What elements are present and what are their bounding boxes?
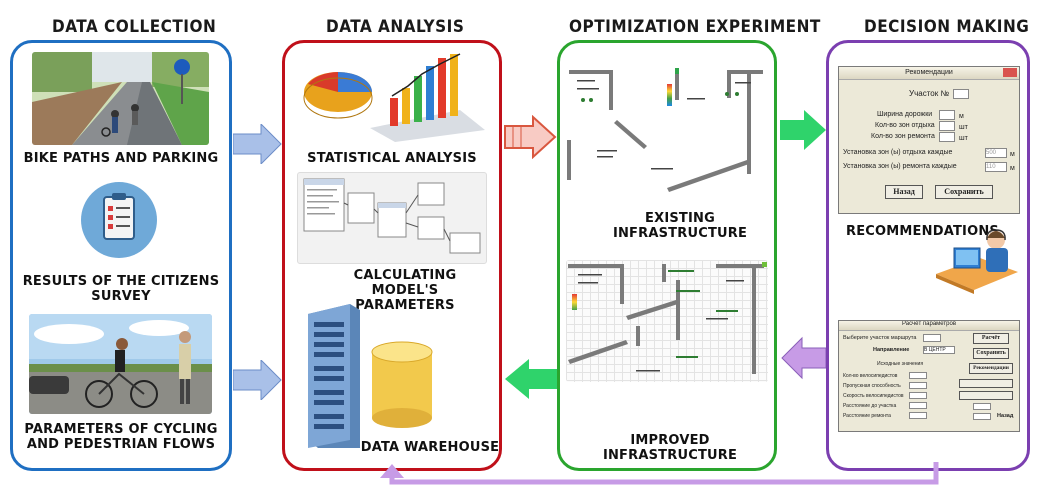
feedback-arrow-bottom bbox=[380, 462, 939, 485]
direction-label: Направление bbox=[873, 347, 910, 353]
caption-warehouse: Data warehouse bbox=[360, 440, 500, 455]
arrow-analysis-to-experiment bbox=[504, 115, 557, 159]
caption-existing: Existing infrastructure bbox=[612, 211, 748, 241]
parameter-window-titlebar: Расчёт параметров bbox=[839, 321, 1019, 331]
stage-title-optimization: Optimization experiment bbox=[569, 17, 821, 37]
param-row-0: Исходные значения bbox=[877, 361, 924, 367]
save-button[interactable]: Сохранить bbox=[935, 185, 993, 199]
param-input-2[interactable] bbox=[909, 382, 927, 389]
arrow-experiment-to-warehouse bbox=[505, 359, 557, 399]
repair-label: Кол-во зон ремонта bbox=[871, 133, 935, 140]
param-extra-button-2[interactable] bbox=[959, 391, 1013, 400]
repair-unit: шт bbox=[959, 135, 968, 142]
param-back-button[interactable]: Назад bbox=[997, 413, 1014, 419]
rest-every-unit: м bbox=[1010, 151, 1015, 158]
param-row-4: Расстояние до участка bbox=[843, 403, 897, 409]
recommendations-window: Рекомендации Участок № Ширина дорожки м … bbox=[838, 66, 1020, 214]
caption-improved: Improved infrastructure bbox=[602, 433, 738, 463]
rest-every-value: 500 bbox=[986, 150, 997, 156]
repair-every-value: 110 bbox=[986, 164, 996, 170]
param-input-7[interactable] bbox=[973, 413, 991, 420]
param-input-3[interactable] bbox=[909, 392, 927, 399]
recommendations-window-titlebar: Рекомендации bbox=[839, 67, 1019, 80]
repair-input[interactable] bbox=[939, 132, 955, 142]
param-input-6[interactable] bbox=[973, 403, 991, 410]
survey-clipboard-icon bbox=[79, 180, 159, 260]
calc-button[interactable]: Расчёт bbox=[973, 333, 1009, 344]
caption-survey: Results of the citizens survey bbox=[14, 274, 228, 304]
rest-every-input[interactable]: 500 bbox=[985, 148, 1007, 158]
arrow-collection-to-analysis-bottom bbox=[233, 360, 282, 400]
model-diagram-image bbox=[297, 172, 487, 264]
repair-every-unit: м bbox=[1010, 165, 1015, 172]
caption-survey-line1: Results of the citizens bbox=[22, 274, 220, 289]
repair-every-input[interactable]: 110 bbox=[985, 162, 1007, 172]
param-input-5[interactable] bbox=[909, 412, 927, 419]
bike-paths-photo bbox=[32, 52, 209, 145]
existing-infrastructure-sim bbox=[567, 58, 767, 198]
param-row-5: Расстояние ремонта bbox=[843, 413, 891, 419]
caption-bike-paths: Bike paths and parking bbox=[23, 151, 219, 166]
back-button[interactable]: Назад bbox=[885, 185, 923, 199]
rest-every-label: Установка зон (ы) отдыха каждые bbox=[843, 149, 953, 156]
width-label: Ширина дорожки bbox=[877, 111, 933, 118]
parameter-window-title: Расчёт параметров bbox=[901, 321, 957, 327]
stage-title-data-collection: Data collection bbox=[52, 17, 217, 37]
param-row-2: Пропускная способность bbox=[843, 383, 901, 389]
caption-flows: Parameters of cycling and pedestrian flo… bbox=[14, 422, 228, 452]
rest-input[interactable] bbox=[939, 121, 955, 131]
width-input[interactable] bbox=[939, 110, 955, 120]
select-route-label: Выберите участок маршрута bbox=[843, 335, 917, 341]
param-row-1: Кол-во велосипедистов bbox=[843, 373, 898, 379]
caption-recommendations: Recommendations bbox=[846, 224, 999, 239]
rest-unit: шт bbox=[959, 124, 968, 131]
rest-label: Кол-во зон отдыха bbox=[875, 122, 935, 129]
cycling-pedestrian-photo bbox=[29, 314, 212, 414]
caption-flows-line1: Parameters of cycling bbox=[24, 422, 218, 437]
caption-calc-line2: parameters bbox=[355, 298, 455, 313]
param-extra-button-1[interactable] bbox=[959, 379, 1013, 388]
caption-calc-params: Calculating model's parameters bbox=[330, 268, 480, 313]
stage-title-decision-making: Decision making bbox=[864, 17, 1030, 37]
recommendations-window-title: Рекомендации bbox=[905, 69, 953, 76]
close-icon[interactable] bbox=[1003, 68, 1017, 77]
repair-every-label: Установка зон (ы) ремонта каждые bbox=[843, 163, 957, 170]
caption-survey-line2: survey bbox=[91, 289, 151, 304]
server-database-image bbox=[300, 300, 450, 450]
param-rec-button[interactable]: Рекомендации bbox=[969, 363, 1013, 374]
caption-flows-line2: and pedestrian flows bbox=[26, 437, 216, 452]
direction-value: В ЦЕНТР bbox=[924, 347, 946, 353]
parameter-window: Расчёт параметров Выберите участок маршр… bbox=[838, 320, 1020, 432]
arrow-experiment-to-decision bbox=[780, 110, 826, 150]
direction-select[interactable]: В ЦЕНТР bbox=[923, 346, 955, 354]
plot-label: Участок № bbox=[909, 89, 950, 98]
caption-calc-line1: Calculating model's bbox=[353, 268, 457, 298]
improved-infrastructure-sim bbox=[566, 260, 768, 382]
caption-statistical: Statistical analysis bbox=[307, 151, 477, 166]
stage-title-data-analysis: Data analysis bbox=[326, 17, 465, 37]
select-route-input[interactable] bbox=[923, 334, 941, 342]
arrow-decision-to-experiment bbox=[781, 336, 827, 380]
width-unit: м bbox=[959, 113, 964, 120]
plot-input[interactable] bbox=[953, 89, 969, 99]
param-row-3: Скорость велосипедистов bbox=[843, 393, 904, 399]
param-input-4[interactable] bbox=[909, 402, 927, 409]
param-input-1[interactable] bbox=[909, 372, 927, 379]
consultant-illustration bbox=[930, 218, 1020, 294]
param-save-button[interactable]: Сохранить bbox=[973, 348, 1009, 359]
arrow-collection-to-analysis-top bbox=[233, 124, 282, 164]
statistical-charts-image bbox=[300, 50, 485, 142]
